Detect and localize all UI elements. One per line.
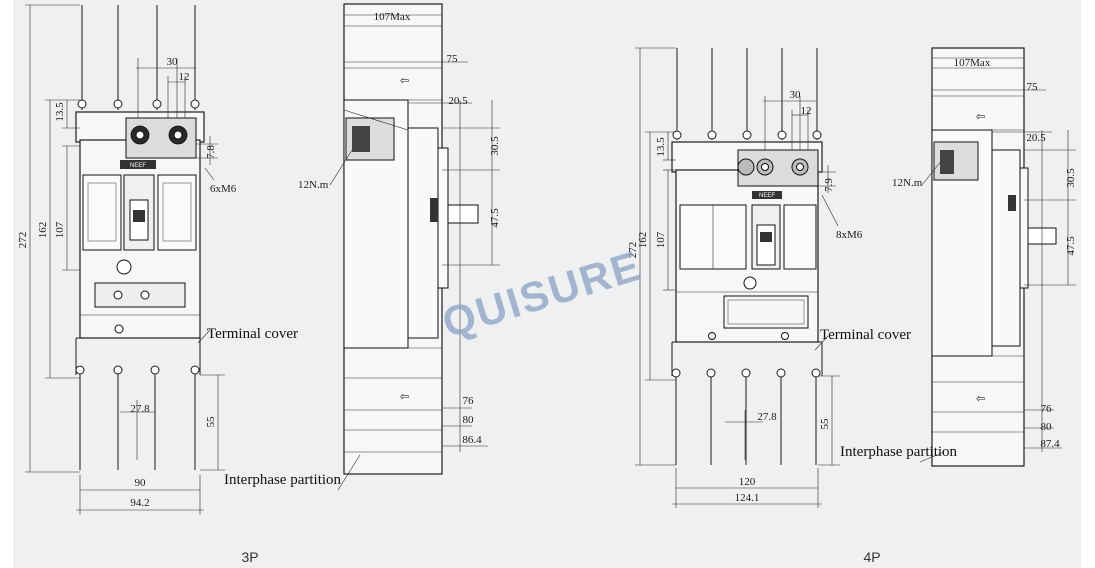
dim-90-3p: 90: [135, 477, 147, 489]
dim-87-4-4p: 87.4: [1040, 438, 1060, 450]
dim-80-4p: 80: [1041, 421, 1053, 433]
dim-272-3p: 272: [17, 232, 29, 249]
dim-27-8-4p: 27.8: [757, 411, 777, 423]
front-view-3p: NEEF: [17, 4, 298, 515]
torque-3p: 12N.m: [298, 179, 329, 191]
dim-107max-3p: 107Max: [374, 11, 411, 23]
dim-107-4p: 107: [655, 231, 667, 248]
partition-label-3p: Interphase partition: [224, 472, 342, 488]
caption-4p: 4P: [863, 549, 880, 565]
dim-94-2-3p: 94.2: [130, 497, 149, 509]
side-view-4p: ⇦ ⇦ 107Max 75 20.5 30.5 12N.m 47.5 76 80…: [840, 47, 1077, 467]
dim-30-5-3p: 30.5: [489, 136, 501, 156]
svg-text:⇦: ⇦: [976, 392, 985, 405]
dim-13-5-4p: 13.5: [655, 137, 667, 157]
torque-4p: 12N.m: [892, 177, 923, 189]
brand-tag-4p: NEEF: [759, 193, 775, 199]
dim-30-4p: 30: [790, 89, 802, 101]
dim-13-5-3p: 13.5: [54, 102, 66, 122]
brand-tag-3p: NEEF: [130, 163, 146, 169]
dim-272-4p: 272: [627, 242, 639, 259]
dim-27-8-3p: 27.8: [130, 403, 150, 415]
partition-label-4p: Interphase partition: [840, 444, 958, 460]
dim-107max-4p: 107Max: [954, 57, 991, 69]
dim-76-4p: 76: [1041, 403, 1053, 415]
side-view-3p: ⇦ ⇦ 107Max 75 20.5 30.5 12N.m 47.5 76 80…: [224, 3, 501, 491]
svg-text:⇦: ⇦: [976, 110, 985, 123]
dim-80-3p: 80: [463, 414, 475, 426]
terminal-cover-label-3p: Terminal cover: [207, 326, 298, 342]
dim-107-3p: 107: [54, 221, 66, 238]
dim-162-4p: 162: [637, 232, 649, 249]
dim-75-4p: 75: [1027, 81, 1039, 93]
dim-12-4p: 12: [801, 105, 812, 117]
dim-20-5-3p: 20.5: [448, 95, 468, 107]
dim-47-5-3p: 47.5: [489, 208, 501, 228]
dim-55-3p: 55: [205, 416, 217, 428]
dim-30-3p: 30: [167, 56, 179, 68]
svg-text:⇦: ⇦: [400, 390, 409, 403]
caption-3p: 3P: [241, 549, 258, 565]
dim-7-8-3p: 7.8: [205, 145, 217, 159]
svg-text:⇦: ⇦: [400, 74, 409, 87]
dim-75-3p: 75: [447, 53, 459, 65]
dim-7-9-4p: 7.9: [823, 178, 835, 192]
dim-47-5-4p: 47.5: [1065, 236, 1077, 256]
dim-20-5-4p: 20.5: [1026, 132, 1046, 144]
front-view-4p: NEEF: [627, 47, 911, 508]
dim-120-4p: 120: [739, 476, 756, 488]
screws-3p: 6xM6: [210, 183, 237, 195]
dim-162-3p: 162: [37, 222, 49, 239]
dim-124-1-4p: 124.1: [735, 492, 760, 504]
screws-4p: 8xM6: [836, 229, 863, 241]
terminal-cover-label-4p: Terminal cover: [820, 327, 911, 343]
dim-55-4p: 55: [819, 418, 831, 430]
dim-12-3p: 12: [179, 71, 190, 83]
dim-30-5-4p: 30.5: [1065, 168, 1077, 188]
dim-86-4-3p: 86.4: [462, 434, 482, 446]
dim-76-3p: 76: [463, 395, 475, 407]
watermark-logo: QUISURE: [437, 242, 647, 347]
